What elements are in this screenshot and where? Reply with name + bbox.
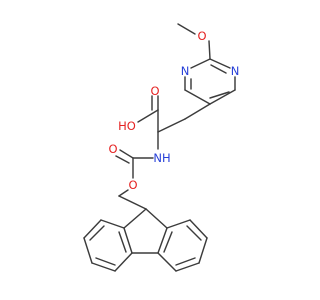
- bond-c2-n1: [190, 58, 211, 69]
- bond-c6-c5: [184, 89, 211, 105]
- oxygen-carbamate-carbonyl-label: O: [108, 142, 117, 156]
- bond-o-c2: [208, 40, 211, 60]
- bond-right-ring-1: [166, 219, 191, 229]
- bond-c2-n3: [209, 58, 231, 69]
- molecule-canvas: O N N O HO NH O O: [83, 23, 240, 272]
- bond-left-ring-4: [91, 262, 116, 272]
- bond-left-ring-6-double: [118, 231, 127, 253]
- bond-left-ring-1: [100, 219, 125, 229]
- bond-right-ring-5: [157, 252, 177, 272]
- bond-right-bottom-center: [157, 227, 168, 254]
- bond-c4-c5-double: [209, 91, 230, 99]
- bond-c2-n3-double: [210, 64, 227, 74]
- nitrogen-right-label: N: [231, 64, 240, 78]
- bond-ccarbamate-o: [119, 149, 134, 159]
- amide-nh-label: NH: [153, 151, 170, 165]
- bond-left-ring-2-double: [89, 225, 105, 241]
- bond-right-ring-6-double: [163, 231, 173, 253]
- bond-c5-ch2: [184, 103, 211, 120]
- bond-methyl-o: [177, 23, 196, 35]
- oxygen-methoxy-label: O: [197, 29, 206, 43]
- bond-c9-right: [145, 208, 168, 229]
- bond-ch2-calpha: [157, 118, 186, 133]
- bond-left-ring-3: [83, 237, 93, 264]
- bond-left-bottom-center: [123, 227, 133, 254]
- bond-right-ring-4-double: [175, 257, 196, 266]
- bond-ccarbamate-o-double: [115, 155, 130, 164]
- bond-left-ring-5: [114, 252, 133, 272]
- molecule-structure: O N N O HO NH O O: [83, 23, 239, 272]
- bond-right-ring-2: [189, 219, 208, 239]
- oxygen-ester-label: O: [128, 178, 137, 192]
- bond-right-ring-4: [175, 262, 200, 272]
- oxygen-carbonyl-acid-label: O: [150, 84, 159, 98]
- atom-labels: O N N O HO NH O O: [108, 29, 239, 192]
- bond-right-ring-2-double: [186, 225, 202, 241]
- bond-ch2-c9: [118, 195, 147, 210]
- bond-c9-left: [123, 208, 147, 229]
- bond-left-ring-2: [83, 219, 102, 239]
- bond-c4-c5: [209, 89, 236, 105]
- bond-right-ring-3: [198, 237, 208, 264]
- bond-network: [83, 23, 236, 272]
- bond-left-ring-4-double: [95, 257, 116, 266]
- nitrogen-left-label: N: [181, 64, 190, 78]
- bond-ccooh-oh: [137, 109, 159, 123]
- hydroxyl-label: HO: [118, 119, 136, 133]
- bond-oester-ch2: [118, 189, 129, 197]
